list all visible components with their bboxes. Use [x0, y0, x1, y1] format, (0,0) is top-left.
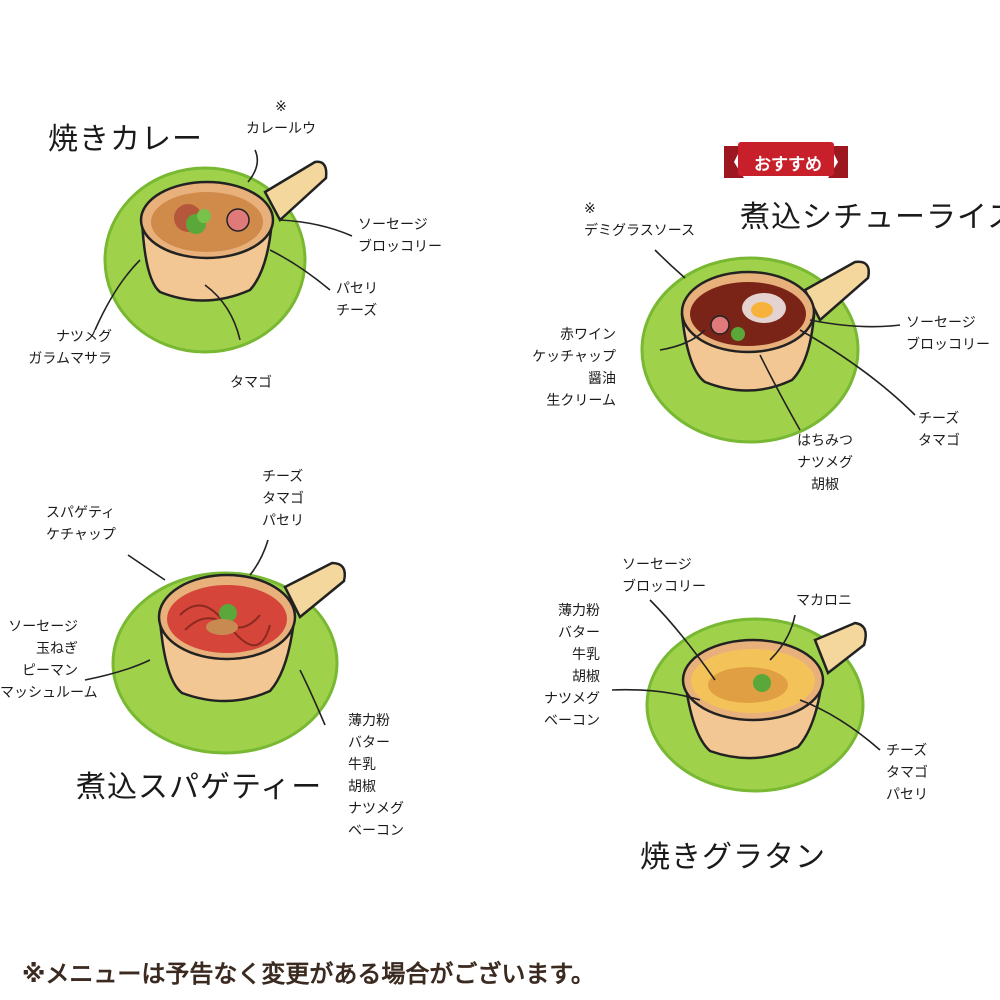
pan [139, 180, 275, 302]
recommended-badge-ribbon [724, 142, 848, 178]
spaghetti-label-cheese: チーズ タマゴ パセリ [262, 469, 304, 529]
yaki-curry-label-sausage: ソーセージ ブロッコリー [358, 217, 442, 255]
stew-rice-label-demiglace: ※ デミグラスソース [584, 201, 696, 239]
yaki-curry-title: 焼きカレー [48, 122, 203, 157]
gratin-label-sauce: 薄力粉 バター 牛乳 胡椒 ナツメグ ベーコン [544, 603, 600, 729]
yaki-curry-illustration [103, 160, 328, 354]
spaghetti-label-ketchup: スパゲティ ケチャップ [46, 505, 116, 543]
yaki-curry-label-roux: ※ カレールウ [246, 99, 316, 137]
gratin-label-macaroni: マカロニ [796, 593, 852, 609]
menu-change-notice: ※メニューは予告なく変更がある場合がございます。 [22, 960, 595, 988]
pan [680, 270, 816, 392]
stew-rice-label-cheese: チーズ タマゴ [918, 411, 960, 449]
gratin-label-sausage: ソーセージ ブロッコリー [622, 557, 706, 595]
spaghetti-title: 煮込スパゲティー [76, 770, 323, 805]
gratin-title: 焼きグラタン [640, 840, 826, 875]
gratin-label-cheese: チーズ タマゴ パセリ [886, 743, 928, 803]
stew-rice-title: 煮込シチューライス [740, 200, 1000, 235]
stew-rice-label-sauce: 赤ワイン ケッチャップ 醤油 生クリーム [532, 327, 616, 409]
pan-handle [803, 260, 870, 323]
pan [157, 573, 297, 703]
spaghetti-label-vegetables: ソーセージ 玉ねぎ ピーマン マッシュルーム [0, 619, 98, 701]
spaghetti-label-sauce: 薄力粉 バター 牛乳 胡椒 ナツメグ ベーコン [348, 713, 404, 839]
pan-handle [263, 160, 328, 223]
yaki-curry-label-parsley: パセリ チーズ [336, 281, 378, 319]
gratin-illustration [645, 617, 867, 793]
recommended-badge: おすすめ [754, 155, 822, 175]
stew-rice-label-honey: はちみつ ナツメグ 胡椒 [797, 433, 853, 493]
yaki-curry-label-spices: ナツメグ ガラムマサラ [28, 329, 112, 367]
stew-rice-illustration [640, 256, 870, 444]
pan-handle [283, 561, 346, 619]
pan-handle [813, 621, 867, 676]
stew-rice-label-sausage: ソーセージ ブロッコリー [906, 315, 990, 353]
spaghetti-illustration [111, 561, 346, 755]
yaki-curry-label-egg: タマゴ [230, 375, 272, 391]
pan [681, 638, 825, 760]
